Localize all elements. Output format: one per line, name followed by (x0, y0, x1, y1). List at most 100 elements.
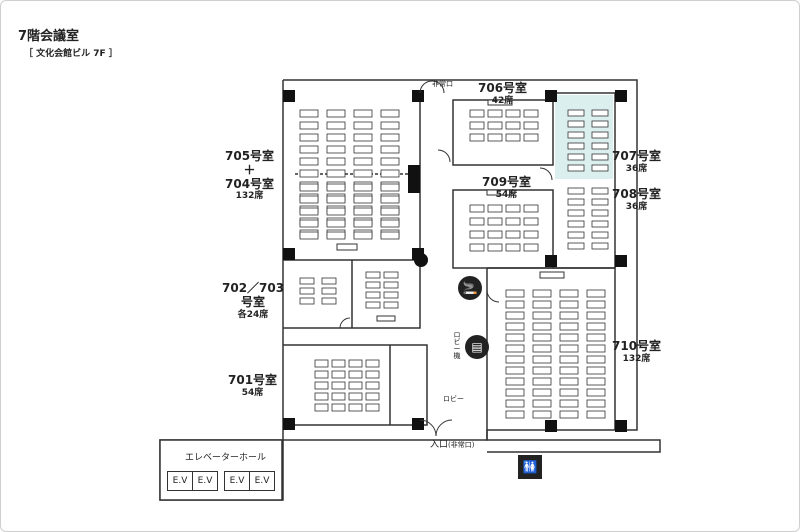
seat (380, 183, 400, 192)
seat (353, 183, 373, 192)
seat (591, 120, 609, 128)
seat (326, 195, 346, 204)
room-702-703-label: 702／703 号室 各24席 (222, 281, 285, 320)
seat (532, 388, 552, 397)
seat (586, 322, 606, 331)
room-709-seats: 54席 (495, 189, 518, 200)
seat (326, 231, 346, 240)
column (412, 418, 424, 430)
seat (505, 399, 525, 408)
vending-label: ロビー機 (453, 331, 461, 360)
seat (567, 231, 585, 239)
lobby-label: ロビー (443, 395, 464, 403)
seat (567, 209, 585, 217)
seat (487, 109, 503, 118)
seat (505, 322, 525, 331)
seat (299, 157, 319, 166)
column (408, 165, 420, 193)
seat (348, 359, 363, 368)
column (283, 248, 295, 260)
column (283, 90, 295, 102)
seat (586, 289, 606, 298)
seat (365, 381, 380, 390)
seat (523, 133, 539, 142)
elevator-hall-label: エレベーターホール (185, 453, 267, 463)
seat (299, 121, 319, 130)
seat (353, 169, 373, 178)
seat (559, 344, 579, 353)
seat (559, 355, 579, 364)
seat (314, 370, 329, 379)
seat (469, 133, 485, 142)
seat (567, 109, 585, 117)
seat (469, 204, 485, 213)
seat (353, 133, 373, 142)
seat (314, 359, 329, 368)
seat (505, 230, 521, 239)
room-708-label: 708号室 36席 (612, 187, 661, 212)
seat (380, 207, 400, 216)
seat (523, 243, 539, 252)
seat (299, 277, 315, 285)
restroom-icon: 🚻 (518, 455, 542, 479)
seat (353, 145, 373, 154)
seat (591, 153, 609, 161)
door-710 (486, 289, 500, 303)
seat (567, 242, 585, 250)
seat (487, 217, 503, 226)
room-709-wall (452, 189, 554, 269)
seat (380, 157, 400, 166)
seat (383, 271, 399, 279)
seat (314, 392, 329, 401)
seat (348, 392, 363, 401)
seat (353, 121, 373, 130)
seat (314, 403, 329, 412)
seat (331, 403, 346, 412)
seat (567, 198, 585, 206)
seat (559, 410, 579, 419)
room-705-704-seats: 132席 (235, 191, 264, 202)
seat (586, 366, 606, 375)
seat (299, 169, 319, 178)
room-702-703-name: 702／703 (222, 281, 285, 295)
seat (523, 121, 539, 130)
columns (283, 90, 627, 432)
seat (591, 164, 609, 172)
column (615, 420, 627, 432)
seat (326, 145, 346, 154)
seat (380, 169, 400, 178)
column (615, 255, 627, 267)
seat (523, 109, 539, 118)
seat (353, 231, 373, 240)
seat (299, 183, 319, 192)
seat (353, 157, 373, 166)
vending-machine-icon: ▤ (465, 335, 489, 359)
seat (331, 370, 346, 379)
seat (523, 204, 539, 213)
seat (532, 289, 552, 298)
seat (586, 311, 606, 320)
entrance-note: (非常口) (448, 441, 475, 449)
seat (532, 377, 552, 386)
elevator-1: E.V (167, 471, 193, 491)
room-706-name: 706号室 (478, 81, 528, 95)
seat (505, 133, 521, 142)
seat (299, 195, 319, 204)
column (615, 90, 627, 102)
door-709 (539, 167, 553, 181)
seat (469, 243, 485, 252)
seat (365, 359, 380, 368)
room-701-name: 701号室 (228, 373, 278, 387)
seat (505, 344, 525, 353)
stage-706 (487, 99, 513, 106)
seat (559, 300, 579, 309)
seat (586, 399, 606, 408)
seat (383, 281, 399, 289)
stage-marks (336, 99, 565, 322)
seat (586, 300, 606, 309)
seat (326, 169, 346, 178)
seat (559, 289, 579, 298)
seat (586, 355, 606, 364)
seat (353, 109, 373, 118)
